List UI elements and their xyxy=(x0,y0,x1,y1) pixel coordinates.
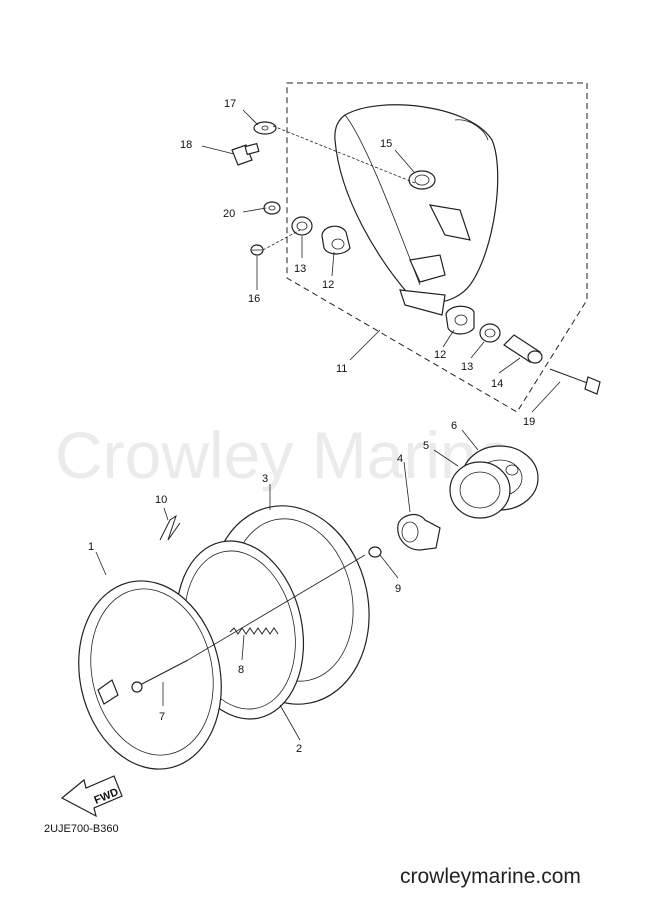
grommet-12-left xyxy=(321,225,351,255)
outer-rim-1 xyxy=(78,580,222,770)
callout-11: 11 xyxy=(336,363,347,375)
collar-13-right xyxy=(479,323,501,343)
callout-17: 17 xyxy=(224,98,236,110)
washer-17 xyxy=(253,121,277,135)
assembly-outline-11 xyxy=(286,82,588,413)
callout-13b: 13 xyxy=(461,361,473,373)
callout-12a: 12 xyxy=(322,279,334,291)
callout-2: 2 xyxy=(296,743,302,755)
leader-lines xyxy=(95,109,561,741)
callout-20: 20 xyxy=(223,208,235,220)
callout-12b: 12 xyxy=(434,349,446,361)
callout-10: 10 xyxy=(155,494,167,506)
callout-1: 1 xyxy=(88,541,94,553)
bolt-18 xyxy=(231,142,260,166)
callout-9: 9 xyxy=(395,583,401,595)
spacer-14 xyxy=(503,334,543,364)
screw-16 xyxy=(250,244,264,256)
headlight-body-shell xyxy=(334,104,499,316)
socket-ring-5 xyxy=(449,461,511,519)
callout-16: 16 xyxy=(248,293,260,305)
bolt-19 xyxy=(549,368,601,395)
callout-18: 18 xyxy=(180,139,192,151)
nut-20 xyxy=(263,201,281,215)
spring-8 xyxy=(229,627,279,635)
clip-10 xyxy=(159,514,181,541)
callout-14: 14 xyxy=(491,378,503,390)
nut-9 xyxy=(368,546,382,558)
callout-5: 5 xyxy=(423,440,429,452)
callout-4: 4 xyxy=(397,453,403,465)
watermark-text: Crowley Marine xyxy=(55,418,513,492)
callout-labels: 1 2 3 4 5 6 7 8 9 10 11 12 12 13 13 14 1… xyxy=(88,98,535,755)
callout-19: 19 xyxy=(523,416,535,428)
collar-13-left xyxy=(291,216,313,236)
grommet-12-right xyxy=(445,305,475,335)
site-url: crowleymarine.com xyxy=(400,865,581,888)
callout-13a: 13 xyxy=(294,263,306,275)
callout-3: 3 xyxy=(262,473,268,485)
bulb-4 xyxy=(397,513,441,551)
callout-7: 7 xyxy=(159,711,165,723)
screw-7 xyxy=(131,659,189,693)
fwd-arrow-icon: FWD xyxy=(60,775,123,818)
callout-8: 8 xyxy=(238,664,244,676)
callout-6: 6 xyxy=(451,420,457,432)
diagram-code: 2UJE700-B360 xyxy=(44,823,119,835)
callout-15: 15 xyxy=(380,138,392,150)
